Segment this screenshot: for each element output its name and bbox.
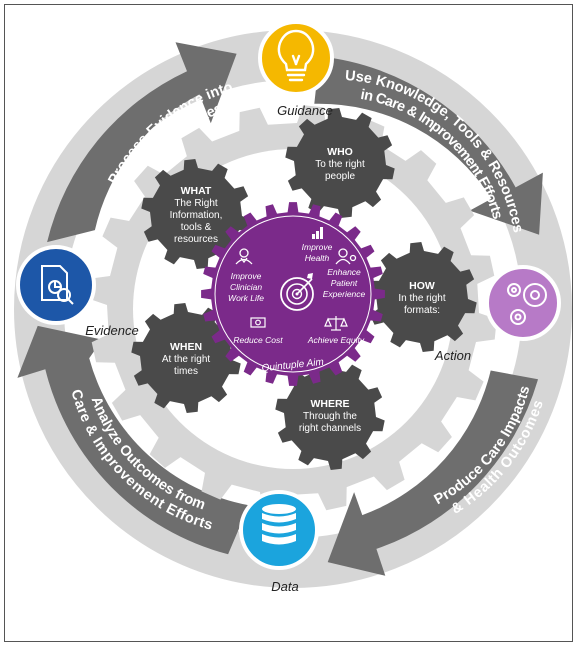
- gear-how-line1: In the right: [398, 293, 445, 304]
- gear-what-line3: tools &: [181, 222, 212, 233]
- gear-shape-where: [275, 360, 385, 470]
- gear-shape-when: [131, 303, 241, 413]
- gear-when-line2: times: [174, 366, 198, 377]
- arrow-process-evidence: [47, 42, 237, 243]
- clinician-line1: Improve: [231, 271, 262, 281]
- gear-what-line1: The Right: [174, 198, 218, 209]
- enhance-line2: Patient: [331, 278, 358, 288]
- gear-who-line1: To the right: [315, 159, 365, 170]
- achieve-equity: Achieve Equity: [307, 335, 365, 345]
- action-node: [485, 265, 561, 341]
- enhance-line3: Experience: [323, 289, 366, 299]
- gear-where-line1: Through the: [303, 411, 357, 422]
- data-label: Data: [271, 579, 298, 594]
- evidence-label: Evidence: [85, 323, 138, 338]
- gear-where-title: WHERE: [310, 398, 349, 410]
- quintuple-aim-ring: [214, 215, 372, 373]
- gears-icon: [507, 283, 547, 325]
- evidence-node: [16, 245, 96, 325]
- database-icon: [262, 504, 296, 545]
- target-icon: [280, 273, 314, 311]
- arrow-use-knowledge: [314, 56, 543, 235]
- document-search-icon: [41, 265, 74, 305]
- gear-where-line2: right channels: [299, 423, 361, 434]
- clinician-line3: Work Life: [228, 293, 264, 303]
- improve-health-line1: Improve: [302, 242, 333, 252]
- arrow-produce-impacts: [327, 370, 538, 576]
- gear-shape-who: [285, 108, 395, 218]
- action-label: Action: [434, 348, 471, 363]
- lightbulb-icon: [277, 29, 315, 82]
- gear-how-title: HOW: [409, 280, 435, 292]
- gear-shape-what: [141, 159, 251, 269]
- gear-who-line2: people: [325, 171, 355, 182]
- guidance-label: Guidance: [277, 103, 333, 118]
- diagram-frame: [4, 4, 573, 642]
- arrow-analyze-outcomes: [17, 325, 249, 555]
- clinician-icon: [235, 248, 253, 265]
- patient-icon: [335, 248, 357, 265]
- enhance-line1: Enhance: [327, 267, 361, 277]
- data-node: [239, 490, 319, 570]
- gear-what-line4: resources: [174, 234, 218, 245]
- money-icon: [250, 317, 266, 328]
- gear-who-title: WHO: [327, 146, 353, 158]
- improve-health-line2: Health: [305, 253, 330, 263]
- clinician-line2: Clinician: [230, 282, 262, 292]
- scales-icon: [324, 316, 348, 331]
- gear-when-title: WHEN: [170, 341, 202, 353]
- reduce-cost: Reduce Cost: [233, 335, 283, 345]
- bar-chart-icon: [312, 227, 323, 239]
- guidance-node: [258, 20, 334, 96]
- gear-what-line2: Information,: [170, 210, 223, 221]
- gear-how-line2: formats:: [404, 305, 440, 316]
- gear-when-line1: At the right: [162, 354, 211, 365]
- gear-shape-how: [367, 242, 477, 352]
- gear-what-title: WHAT: [181, 185, 212, 197]
